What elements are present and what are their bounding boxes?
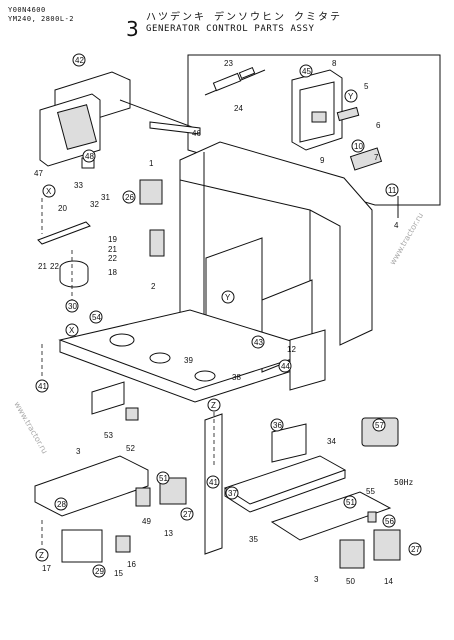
callout-19: 19: [108, 235, 117, 244]
callout-21a: 21: [108, 245, 117, 254]
callout-17: 17: [42, 564, 51, 573]
callout-24: 24: [234, 104, 243, 113]
callout-6: 6: [376, 121, 381, 130]
ref-z-1: Z: [211, 401, 216, 410]
fuse-holder: [204, 66, 266, 96]
guide-lines: [41, 90, 399, 546]
callout-22a: 22: [108, 254, 117, 263]
diagram-title: GENERATOR CONTROL PARTS ASSY: [146, 24, 315, 34]
callout-38: 38: [232, 373, 241, 382]
callout-33: 33: [74, 181, 83, 190]
callout-11: 11: [388, 186, 397, 195]
model-list: YM240, 2800L-2: [8, 15, 75, 23]
callout-46: 46: [192, 129, 201, 138]
section-number: 3: [126, 17, 139, 41]
inset-box: [187, 54, 441, 206]
callout-56: 56: [385, 517, 394, 526]
callout-22b: 22: [50, 262, 59, 271]
callout-26: 26: [125, 193, 134, 202]
callout-52: 52: [126, 444, 135, 453]
callout-47: 47: [34, 169, 43, 178]
frequency-label: 50Hz: [394, 478, 414, 487]
callout-35: 35: [249, 535, 258, 544]
callout-42: 42: [75, 56, 84, 65]
callout-30: 30: [68, 302, 77, 311]
callout-5: 5: [364, 82, 369, 91]
callout-55: 55: [366, 487, 375, 496]
title-japanese: ハツデンキ デンソウヒン クミタテ: [146, 12, 343, 23]
callout-57: 57: [375, 421, 384, 430]
ref-y-2: Y: [225, 293, 231, 302]
control-panel-assembly: [39, 71, 201, 169]
callout-39: 39: [184, 356, 193, 365]
ref-z-2: Z: [39, 551, 44, 560]
callout-16: 16: [127, 560, 136, 569]
callout-45: 45: [302, 67, 311, 76]
callout-29: 29: [95, 567, 104, 576]
callout-21b: 21: [38, 262, 47, 271]
callout-49: 49: [142, 517, 151, 526]
document-code: Y00N4600: [8, 6, 46, 14]
circled-callouts: 42 48 26 30 41 54 43 44 45 10 11 36 37 4…: [35, 53, 422, 578]
relay-and-mount: [37, 179, 165, 288]
callout-13: 13: [164, 529, 173, 538]
callout-23: 23: [224, 59, 233, 68]
callout-27b: 27: [411, 545, 420, 554]
callout-12: 12: [287, 345, 296, 354]
callout-4: 4: [394, 221, 399, 230]
callout-54: 54: [92, 313, 101, 322]
frame-structure: [58, 141, 373, 403]
callout-36: 36: [273, 421, 282, 430]
callout-51a: 51: [159, 474, 168, 483]
ref-x-2: X: [69, 326, 75, 335]
callout-41b: 41: [209, 478, 218, 487]
callout-41a: 41: [38, 382, 47, 391]
control-box-inset: [291, 69, 383, 171]
callout-3: 3: [76, 447, 81, 456]
callout-20: 20: [58, 204, 67, 213]
callout-32: 32: [90, 200, 99, 209]
callout-3b: 3: [314, 575, 319, 584]
callout-50: 50: [346, 577, 355, 586]
callout-8: 8: [332, 59, 337, 68]
callouts: 1 2 3 4 5 6 7 8 9 12 13 14 15 16 17 18 1…: [34, 59, 399, 586]
callout-2: 2: [151, 282, 156, 291]
callout-18: 18: [108, 268, 117, 277]
callout-43: 43: [254, 338, 263, 347]
callout-44: 44: [281, 362, 290, 371]
ref-y-1: Y: [348, 92, 354, 101]
callout-9: 9: [320, 156, 325, 165]
callout-51b: 51: [346, 498, 355, 507]
callout-14: 14: [384, 577, 393, 586]
callout-1: 1: [149, 159, 154, 168]
callout-28: 28: [57, 500, 66, 509]
callout-34: 34: [327, 437, 336, 446]
callout-7: 7: [374, 153, 379, 162]
callout-31: 31: [101, 193, 110, 202]
callout-27a: 27: [183, 510, 192, 519]
ref-x-1: X: [46, 187, 52, 196]
callout-53: 53: [104, 431, 113, 440]
callout-37: 37: [228, 489, 237, 498]
callout-10: 10: [354, 142, 363, 151]
callout-48: 48: [85, 152, 94, 161]
callout-15: 15: [114, 569, 123, 578]
